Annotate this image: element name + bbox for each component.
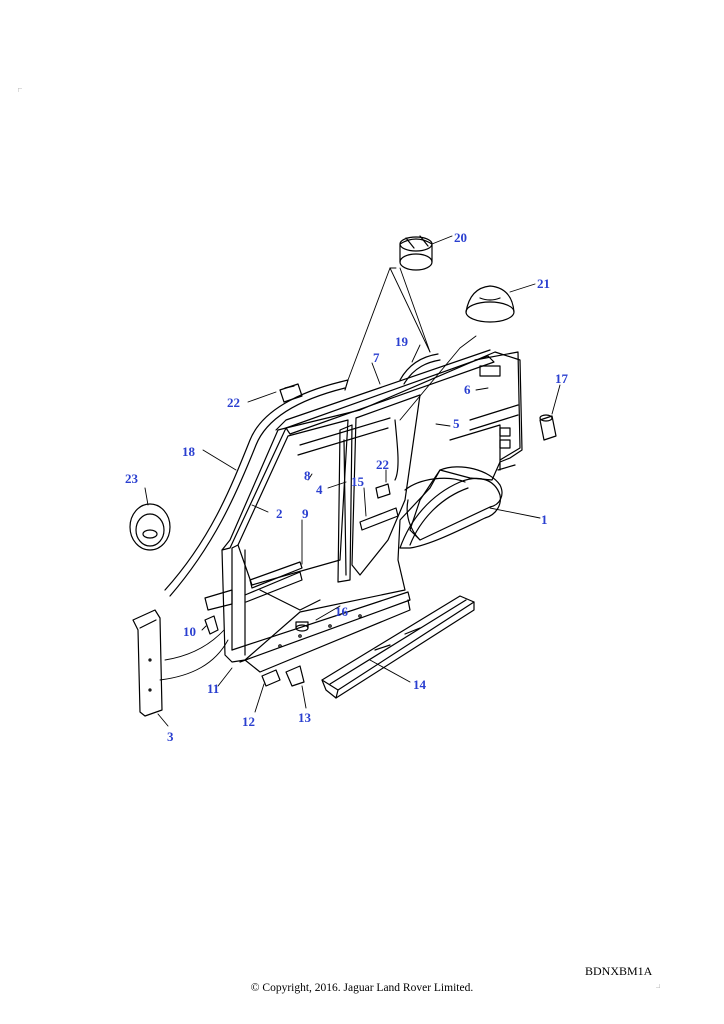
callout-22-upper: 22 (227, 395, 240, 410)
leader-lines (144, 235, 561, 727)
sill-step-part-14 (321, 595, 475, 699)
corner-mark-bottom-right (656, 984, 660, 988)
body-side-panel (204, 349, 523, 673)
callout-18: 18 (182, 444, 196, 459)
bracket-part-12 (261, 669, 281, 687)
callout-11: 11 (207, 681, 219, 696)
diagram-code: BDNXBM1A (585, 964, 653, 978)
callout-21: 21 (537, 276, 550, 291)
copyright-text: © Copyright, 2016. Jaguar Land Rover Lim… (250, 982, 474, 994)
callout-2: 2 (276, 506, 283, 521)
callout-10: 10 (183, 624, 196, 639)
callout-7: 7 (373, 350, 380, 365)
bracket-part-13 (285, 665, 305, 687)
cap-part-21 (465, 285, 515, 323)
callout-9: 9 (302, 506, 309, 521)
pillar-trim-part-3 (132, 609, 163, 717)
clip-part-10 (204, 615, 219, 635)
callout-13: 13 (298, 710, 312, 725)
grommet-part-16 (295, 621, 309, 632)
callout-5: 5 (453, 416, 460, 431)
callout-17: 17 (555, 371, 569, 386)
callout-12: 12 (242, 714, 255, 729)
seal-part-19 (394, 353, 441, 481)
callout-23: 23 (125, 471, 139, 486)
callout-15: 15 (351, 474, 365, 489)
callout-labels: 1 2 3 4 5 6 7 8 9 10 11 12 13 14 15 16 1… (125, 230, 569, 744)
callout-16: 16 (335, 604, 349, 619)
wheel-arch-liner (399, 477, 501, 549)
callout-19: 19 (395, 334, 409, 349)
callout-4: 4 (316, 482, 323, 497)
callout-14: 14 (413, 677, 427, 692)
plug-part-23 (129, 503, 171, 551)
callout-22-lower: 22 (376, 457, 389, 472)
corner-mark-top-left (18, 88, 22, 92)
callout-6: 6 (464, 382, 471, 397)
callout-3: 3 (167, 729, 174, 744)
clip-part-22 (279, 383, 303, 403)
callout-8: 8 (304, 468, 311, 483)
plug-part-17 (539, 414, 557, 441)
grommet-part-20 (399, 235, 433, 271)
callout-1: 1 (541, 512, 548, 527)
callout-20: 20 (454, 230, 467, 245)
